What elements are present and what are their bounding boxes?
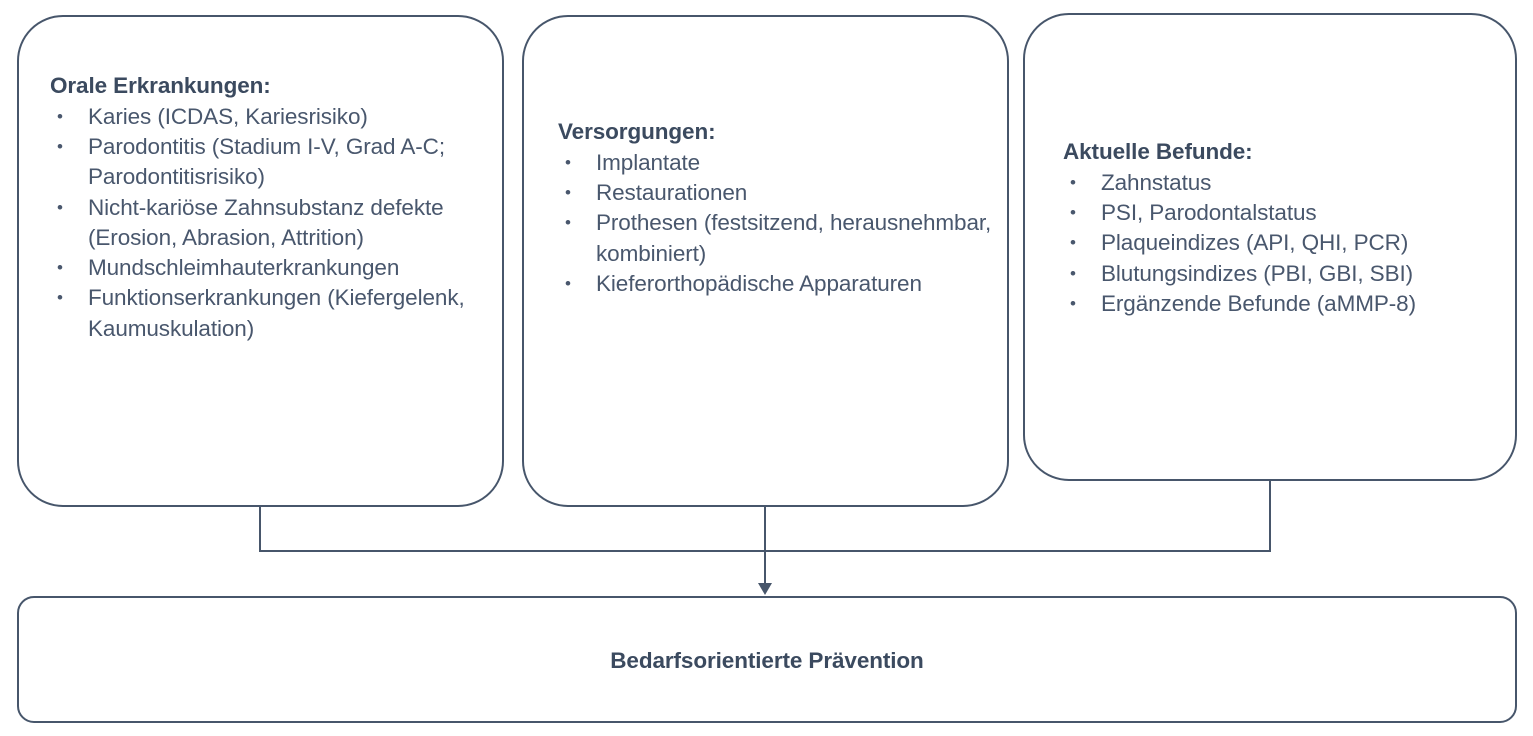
connector-line-right-vertical xyxy=(1269,480,1271,552)
list-item: Karies (ICDAS, Kariesrisiko) xyxy=(50,102,537,133)
box-needs-based-prevention-label: Bedarfsorientierte Prävention xyxy=(610,648,924,673)
box-care-provisions-heading: Versorgungen: xyxy=(558,119,716,144)
list-item: Implantate xyxy=(558,148,1045,179)
box-needs-based-prevention: Bedarfsorientierte Prävention xyxy=(17,596,1517,723)
connector-line-left-vertical xyxy=(259,506,261,552)
box-oral-diseases-list: Karies (ICDAS, Kariesrisiko) Parodontiti… xyxy=(50,102,537,344)
list-item: Mundschleimhauterkrankungen xyxy=(50,253,537,284)
box-current-findings-heading: Aktuelle Befunde: xyxy=(1063,139,1253,164)
list-item: Plaqueindizes (API, QHI, PCR) xyxy=(1063,228,1533,259)
list-item: Prothesen (festsitzend, herausnehmbar, k… xyxy=(558,208,1045,269)
list-item: Ergänzende Befunde (aMMP-8) xyxy=(1063,289,1533,320)
box-oral-diseases-content: Orale Erkrankungen: Karies (ICDAS, Karie… xyxy=(17,72,551,344)
connector-line-center-vertical xyxy=(764,506,766,586)
list-item: Blutungsindizes (PBI, GBI, SBI) xyxy=(1063,259,1533,290)
list-item: Parodontitis (Stadium I-V, Grad A-C; Par… xyxy=(50,132,537,193)
arrow-head-icon xyxy=(758,583,772,595)
list-item: Kieferorthopädische Apparaturen xyxy=(558,269,1045,300)
box-current-findings-list: Zahnstatus PSI, Parodontalstatus Plaquei… xyxy=(1063,168,1533,320)
box-care-provisions-content: Versorgungen: Implantate Restaurationen … xyxy=(522,118,1059,299)
list-item: Funktionserkrankungen (Kiefergelenk, Kau… xyxy=(50,283,537,344)
box-current-findings-content: Aktuelle Befunde: Zahnstatus PSI, Parodo… xyxy=(1023,138,1533,319)
list-item: PSI, Parodontalstatus xyxy=(1063,198,1533,229)
list-item: Zahnstatus xyxy=(1063,168,1533,199)
box-care-provisions-list: Implantate Restaurationen Prothesen (fes… xyxy=(558,148,1045,300)
list-item: Nicht-kariöse Zahnsubstanz defekte (Eros… xyxy=(50,193,537,254)
box-oral-diseases-heading: Orale Erkrankungen: xyxy=(50,73,271,98)
list-item: Restaurationen xyxy=(558,178,1045,209)
